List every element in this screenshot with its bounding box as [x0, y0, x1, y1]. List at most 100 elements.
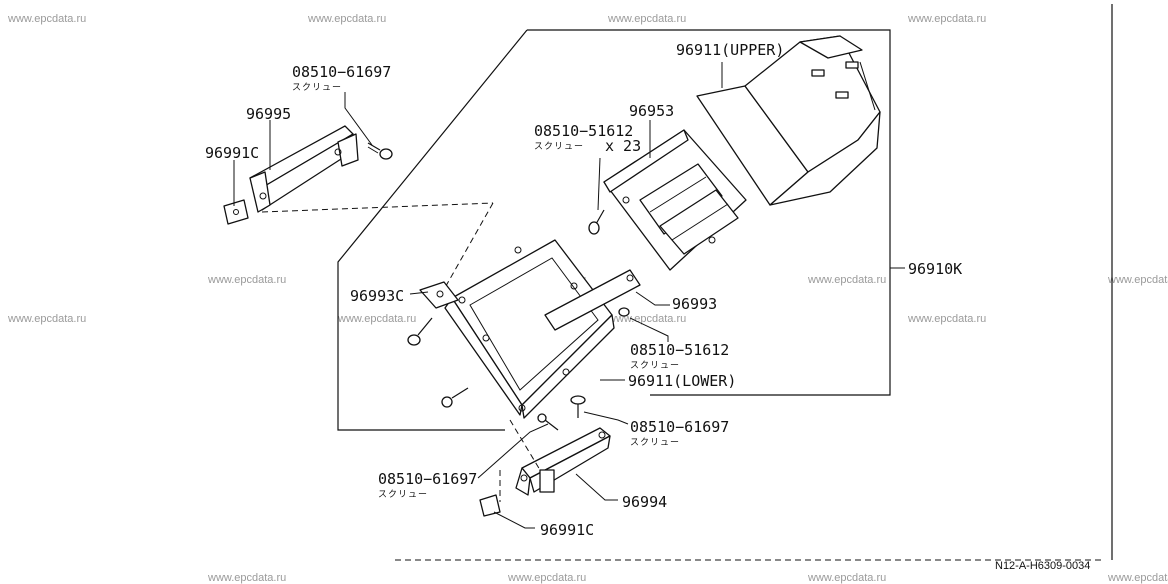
leader-line — [597, 157, 601, 211]
bracket-96995 — [337, 133, 359, 167]
watermark: www.epcdata.ru — [507, 572, 586, 584]
vent-louver — [639, 163, 723, 235]
watermark: www.epcdata.ru — [7, 313, 86, 325]
bolt-hole — [259, 192, 267, 200]
leader-line — [583, 411, 629, 425]
cover-edge — [859, 61, 876, 111]
bracket-96994 — [515, 427, 611, 496]
lower-housing-frame — [451, 239, 613, 406]
upper-cover — [696, 35, 881, 206]
upper-cover-top — [799, 35, 863, 59]
leader-line — [344, 92, 373, 146]
part-label-96993c: 96993C — [350, 287, 404, 305]
lower-housing-inner — [469, 257, 599, 391]
part-label-08510-51612: 08510−51612 — [534, 122, 633, 140]
clip-96991c — [223, 199, 249, 225]
bolt-hole — [598, 431, 606, 439]
assembly-outline — [337, 29, 528, 431]
part-label-96911-upper: 96911(UPPER) — [676, 41, 784, 59]
vent-panel-lip — [603, 129, 689, 193]
vent-louver — [649, 176, 707, 213]
bracket-96995 — [249, 125, 359, 213]
watermark: www.epcdata.ru — [207, 572, 286, 584]
bolt-hole — [570, 282, 578, 290]
bolt-hole — [622, 196, 630, 204]
assembly-outline — [527, 29, 891, 396]
part-label-08510-61697: 08510−61697 — [378, 470, 477, 488]
alignment-line — [261, 202, 494, 213]
vent-louver — [659, 189, 739, 255]
watermark: www.epcdata.ru — [207, 274, 286, 286]
bolt-hole — [518, 404, 526, 412]
leader-line — [635, 291, 670, 306]
bracket-96995 — [249, 171, 271, 213]
lower-housing-side — [444, 297, 523, 416]
cover-slot — [811, 69, 825, 77]
quantity-label: x 23 — [605, 137, 641, 155]
part-label-96911-lower: 96911(LOWER) — [628, 372, 736, 390]
cover-slot — [845, 61, 859, 69]
alignment-line — [437, 202, 494, 301]
watermark: www.epcdata.ru — [1107, 572, 1168, 584]
screw-icon — [407, 317, 433, 346]
bolt-hole — [514, 246, 522, 254]
part-label-96953: 96953 — [629, 102, 674, 120]
leader-line — [409, 291, 429, 295]
bracket-tab — [539, 469, 555, 493]
bolt-hole — [520, 474, 528, 482]
watermark: www.epcdata.ru — [1107, 274, 1168, 286]
screw-icon — [537, 413, 559, 431]
watermark: www.epcdata.ru — [807, 274, 886, 286]
watermark: www.epcdata.ru — [607, 313, 686, 325]
watermark: www.epcdata.ru — [7, 13, 86, 25]
bolt-hole — [233, 209, 239, 215]
bolt-hole — [458, 296, 466, 304]
watermarks: www.epcdata.ru www.epcdata.ru www.epcdat… — [7, 13, 1168, 584]
bolt-hole — [562, 368, 570, 376]
drawing-code: N12-A-H6309-0034 — [995, 560, 1090, 572]
part-label-96995: 96995 — [246, 105, 291, 123]
part-label-08510-61697: 08510−61697 — [630, 418, 729, 436]
cover-slot — [835, 91, 849, 99]
screw-note: スクリュー — [630, 437, 680, 448]
leader-line — [575, 473, 618, 501]
part-label-96991c: 96991C — [205, 144, 259, 162]
upper-cover-bottom — [769, 111, 881, 206]
watermark: www.epcdata.ru — [307, 13, 386, 25]
screw-icon — [588, 209, 605, 235]
bolt-hole — [708, 236, 716, 244]
screw-icon — [441, 387, 469, 408]
watermark: www.epcdata.ru — [807, 572, 886, 584]
part-label-96910k: 96910K — [908, 260, 962, 278]
leader-line — [477, 423, 549, 479]
part-label-96993: 96993 — [672, 295, 717, 313]
bracket-96993c — [419, 281, 459, 309]
watermark: www.epcdata.ru — [907, 13, 986, 25]
part-label-96994: 96994 — [622, 493, 667, 511]
screw-icon — [618, 307, 630, 317]
watermark: www.epcdata.ru — [607, 13, 686, 25]
screw-note: スクリュー — [534, 141, 584, 152]
clip-96991c — [479, 494, 501, 517]
bolt-hole — [482, 334, 490, 342]
leader-line — [493, 511, 535, 529]
part-label-96991c: 96991C — [540, 521, 594, 539]
screw-icon — [367, 142, 393, 160]
part-label-08510-61697: 08510−61697 — [292, 63, 391, 81]
lower-housing — [419, 239, 641, 419]
lower-housing-edge — [521, 314, 615, 419]
screw-note: スクリュー — [630, 360, 680, 371]
part-label-08510-51612: 08510−51612 — [630, 341, 729, 359]
screw-note: スクリュー — [378, 489, 428, 500]
bracket-96994 — [515, 467, 531, 496]
screw-icon — [570, 395, 586, 418]
bolt-hole — [626, 274, 634, 282]
vent-louver — [671, 203, 729, 241]
bolt-hole — [334, 148, 342, 156]
watermark: www.epcdata.ru — [337, 313, 416, 325]
bolt-hole — [436, 290, 444, 298]
watermark: www.epcdata.ru — [907, 313, 986, 325]
bracket-96993 — [544, 269, 641, 331]
